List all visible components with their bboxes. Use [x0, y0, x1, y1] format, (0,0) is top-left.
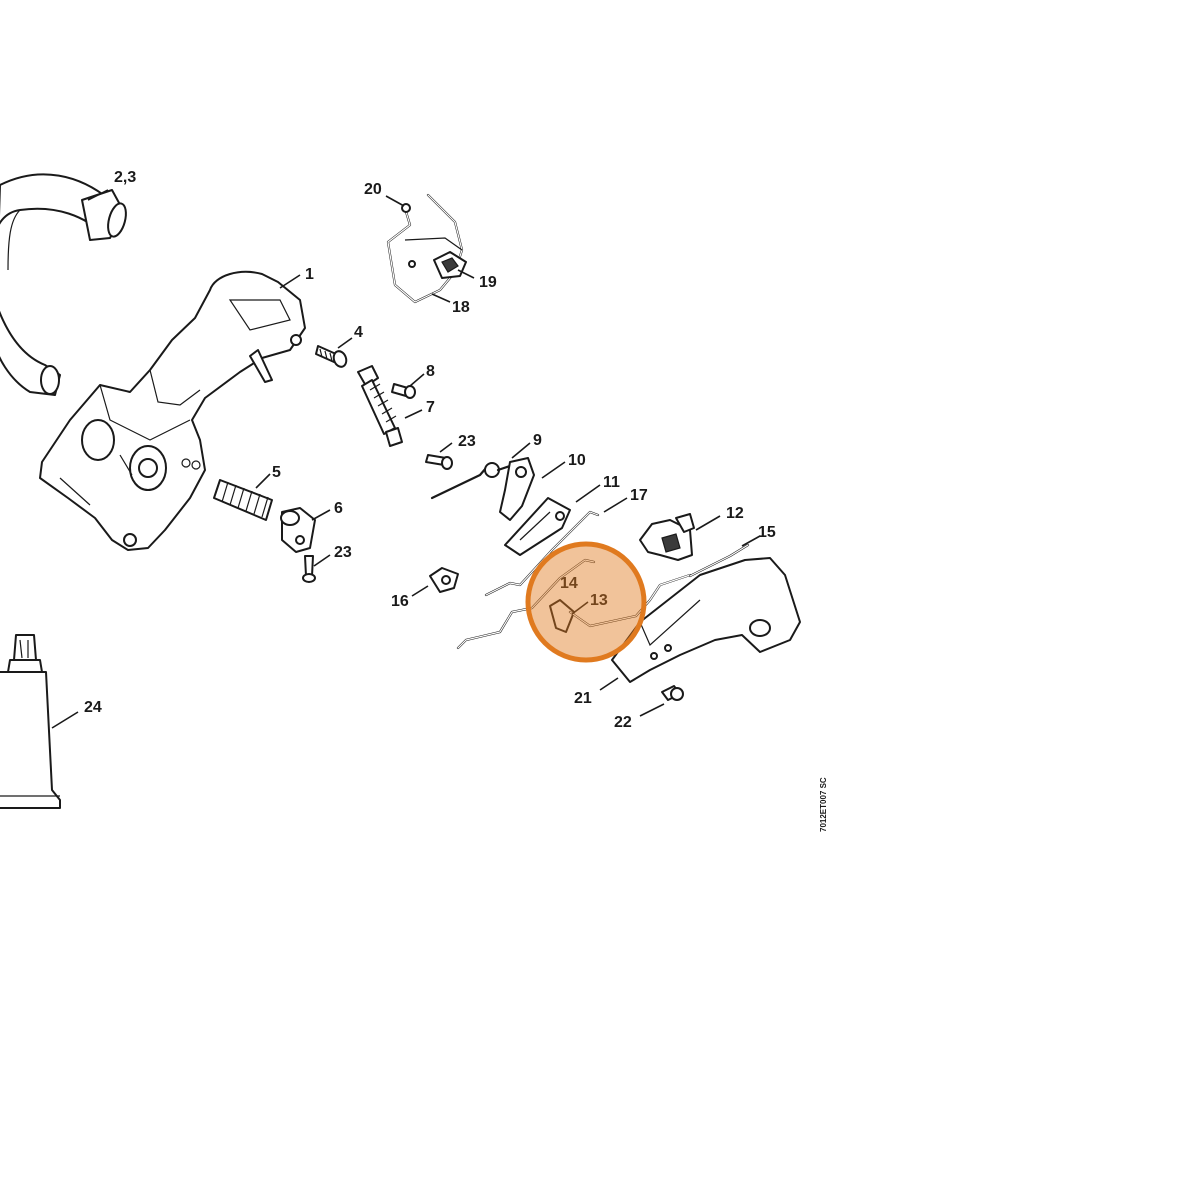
interlock-lever-11-part[interactable]	[504, 497, 571, 556]
label-9: 9	[533, 432, 542, 449]
part-labels: 2,3 1 4 8 7 23 5 6 23 9 10 11 17 12 15 1…	[84, 169, 776, 731]
screw-23-lower-part[interactable]	[302, 555, 316, 583]
label-23-lower: 23	[334, 544, 352, 561]
spring-16-part[interactable]	[429, 567, 459, 593]
spring-5-part[interactable]	[213, 479, 273, 521]
screw-4-part[interactable]	[315, 345, 348, 369]
spring-7-part[interactable]	[357, 365, 403, 447]
label-23-upper: 23	[458, 433, 476, 450]
handle-cover-21-part[interactable]	[611, 557, 801, 683]
label-18: 18	[452, 299, 470, 316]
label-24: 24	[84, 699, 102, 716]
label-6: 6	[334, 500, 343, 517]
label-5: 5	[272, 464, 281, 481]
label-17: 17	[630, 487, 648, 504]
buffer-6-part[interactable]	[280, 507, 316, 553]
label-21: 21	[574, 690, 592, 707]
rod-15-part[interactable]	[688, 543, 750, 578]
label-8: 8	[426, 363, 435, 380]
label-14: 14	[560, 575, 578, 592]
label-4: 4	[354, 324, 363, 341]
throttle-trigger-10-part[interactable]	[499, 457, 535, 521]
label-13: 13	[590, 592, 608, 609]
screw-23-upper-part[interactable]	[425, 454, 453, 470]
label-20: 20	[364, 181, 382, 198]
wiring-harness-part[interactable]	[386, 193, 467, 304]
label-7: 7	[426, 399, 435, 416]
label-1: 1	[305, 266, 314, 283]
label-11: 11	[603, 474, 620, 491]
screw-22-part[interactable]	[661, 685, 684, 701]
handlebar-part[interactable]	[0, 173, 129, 396]
handle-housing-part[interactable]	[39, 270, 306, 551]
label-19: 19	[479, 274, 497, 291]
label-12: 12	[726, 505, 744, 522]
label-16: 16	[391, 593, 409, 610]
screw-8-part[interactable]	[391, 383, 416, 399]
label-22: 22	[614, 714, 632, 731]
rod-14-part[interactable]	[456, 558, 596, 650]
throttle-rod-17-part[interactable]	[484, 510, 600, 597]
grease-tube-part[interactable]	[0, 634, 61, 809]
trigger-assembly-12-part[interactable]	[639, 513, 695, 561]
leader-lines	[51, 189, 761, 729]
label-15: 15	[758, 524, 776, 541]
label-10: 10	[568, 452, 586, 469]
highlight-circle-13	[525, 541, 647, 663]
drawing-code: 7012ET007 SC	[819, 777, 828, 832]
label-2-3: 2,3	[114, 169, 136, 186]
spring-9-part[interactable]	[430, 462, 512, 500]
